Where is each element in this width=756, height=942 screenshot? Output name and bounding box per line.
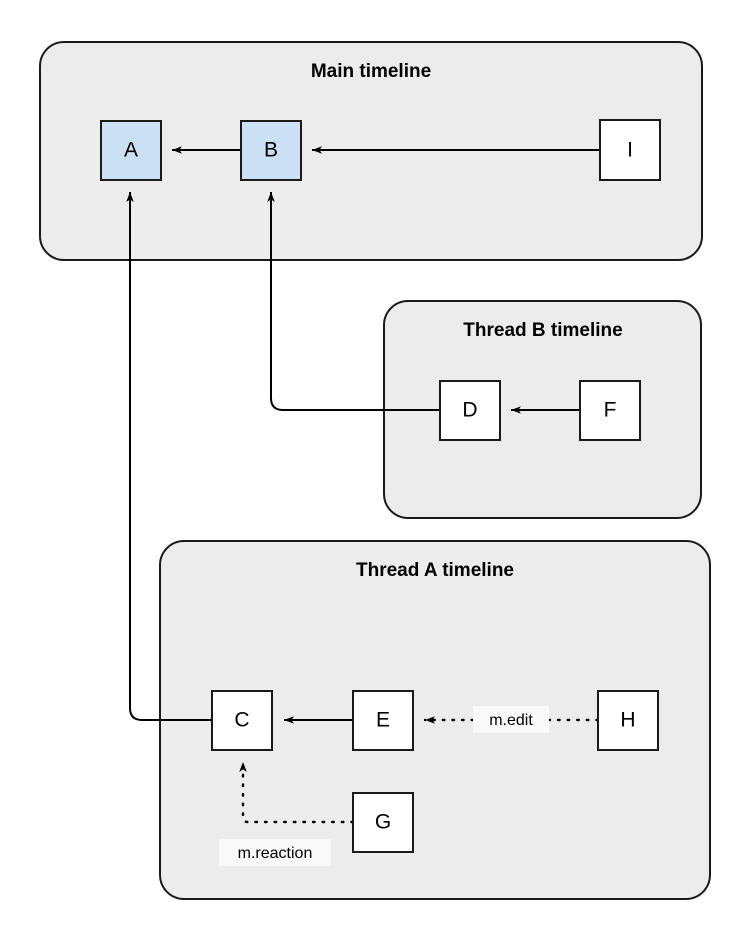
node-f-label: F — [604, 399, 617, 422]
edge-labels-layer: m.edit m.reaction — [219, 706, 549, 866]
node-b-box — [240, 120, 302, 181]
node-d-box — [439, 380, 501, 441]
edge-label-m-reaction: m.reaction — [219, 839, 331, 866]
node-f-box — [579, 380, 641, 441]
edge-label-m-edit: m.edit — [473, 706, 549, 733]
node-f[interactable]: F — [579, 380, 641, 441]
node-c-label: C — [234, 709, 249, 732]
node-g[interactable]: G — [352, 792, 414, 853]
node-e-label: E — [376, 709, 390, 732]
node-c-box — [211, 690, 273, 751]
node-d-label: D — [462, 399, 477, 422]
group-thread-a-timeline-title: Thread A timeline — [356, 560, 514, 581]
node-e[interactable]: E — [352, 690, 414, 751]
node-i-box — [599, 119, 661, 181]
node-g-box — [352, 792, 414, 853]
node-i[interactable]: I — [599, 119, 661, 181]
node-d[interactable]: D — [439, 380, 501, 441]
edge-label-m-reaction-bg — [219, 839, 331, 866]
node-b[interactable]: B — [240, 120, 302, 181]
edge-label-m-edit-bg — [473, 706, 549, 733]
node-i-label: I — [627, 139, 633, 162]
group-main-timeline-title: Main timeline — [311, 61, 431, 82]
node-e-box — [352, 690, 414, 751]
node-a-box — [100, 120, 162, 181]
edge-c-to-a[interactable] — [126, 192, 212, 721]
node-a-label: A — [124, 139, 138, 162]
node-h-label: H — [620, 709, 635, 732]
node-h-box — [597, 690, 659, 751]
edge-label-m-reaction-text: m.reaction — [238, 845, 313, 862]
node-a[interactable]: A — [100, 120, 162, 181]
node-h[interactable]: H — [597, 690, 659, 751]
group-thread-b-timeline-title: Thread B timeline — [463, 320, 622, 341]
nodes-layer: A B I D F C — [100, 119, 661, 853]
edge-d-to-b[interactable] — [267, 192, 440, 411]
node-b-label: B — [264, 139, 278, 162]
node-g-label: G — [375, 811, 391, 834]
edge-g-to-c[interactable] — [239, 760, 355, 824]
node-c[interactable]: C — [211, 690, 273, 751]
edge-label-m-edit-text: m.edit — [489, 712, 533, 729]
